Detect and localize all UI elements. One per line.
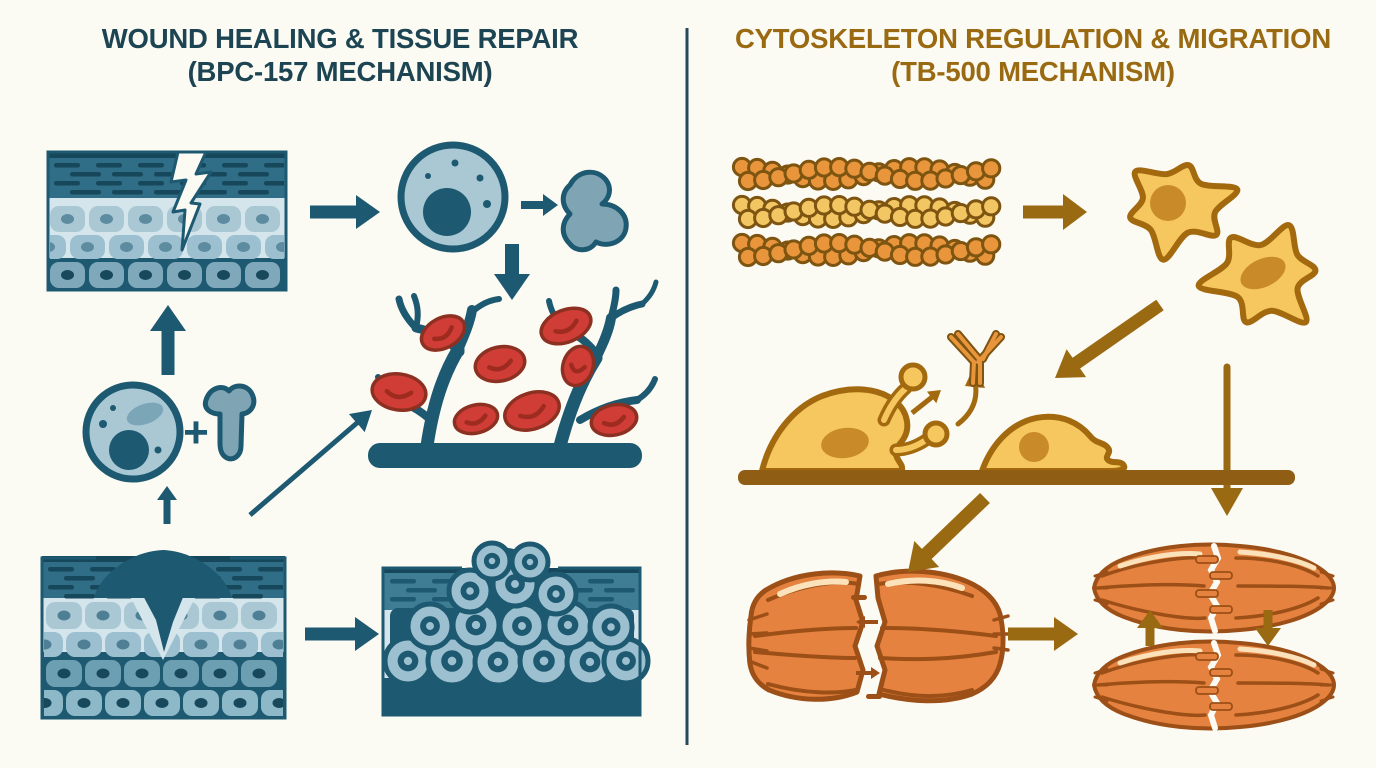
arrow-tear-left (856, 616, 878, 628)
healed-cell (517, 634, 571, 688)
cell-nucleus (821, 427, 869, 459)
healed-cell (497, 601, 547, 651)
arrow-tissue-to-complex (157, 486, 177, 524)
healed-tissue-illustration (381, 540, 651, 717)
red-blood-cell (473, 344, 527, 384)
arrow-complex-to-vessels (248, 410, 372, 517)
left-panel-title: WOUND HEALING & TISSUE REPAIR (BPC-157 M… (20, 22, 660, 88)
wound-crack (169, 150, 213, 252)
arrow-repair-down (1255, 610, 1281, 646)
red-blood-cell (503, 390, 561, 432)
right-panel-title: CYTOSKELETON REGULATION & MIGRATION (TB-… (706, 22, 1360, 88)
migrating-cells-group (1127, 162, 1319, 326)
arrow-cells-to-membrane (1055, 299, 1164, 378)
arrow-migration-down (1211, 363, 1243, 516)
left-title-line2: (BPC-157 MECHANISM) (187, 56, 493, 87)
cell-organelle (126, 402, 164, 426)
arrow-repair-up (1137, 610, 1163, 646)
healed-cell (471, 540, 513, 582)
cell-nucleus (1240, 256, 1286, 290)
right-title-line2: (TB-500 MECHANISM) (891, 56, 1175, 87)
peptide-molecule (202, 383, 257, 462)
cell-nucleus (1019, 432, 1049, 462)
healed-cell (425, 634, 479, 688)
red-blood-cell (452, 402, 500, 436)
antibody-molecule (947, 330, 1005, 387)
cell-plus-peptide-group: + (82, 381, 257, 483)
spreading-cell-left (759, 386, 911, 474)
growth-factor-blob (560, 169, 629, 253)
cell-nucleus (1150, 185, 1186, 221)
healed-cell (446, 567, 494, 615)
arrow-deep-wound-to-healed (305, 617, 379, 651)
healed-cell (533, 571, 579, 617)
membrane-cells-group (738, 330, 1295, 485)
healed-cell (405, 601, 455, 651)
deep-wound-tissue-illustration (40, 550, 287, 720)
cell-nucleus (109, 430, 149, 470)
left-panel-illustrations: + (40, 141, 659, 720)
actin-filaments (731, 156, 1002, 268)
plus-sign: + (183, 408, 209, 457)
red-blood-cell (370, 372, 428, 412)
wound-plug (94, 550, 232, 598)
red-blood-cell (560, 344, 596, 388)
arrow-wound-to-macrophage (310, 195, 380, 229)
wound-plug-wedge (140, 590, 186, 652)
arrow-torn-to-repaired-muscle (1008, 617, 1078, 651)
macrophage-cell (397, 141, 509, 253)
cracked-tissue-illustration (46, 150, 288, 292)
red-blood-cell (419, 314, 467, 352)
arrow-macrophage-to-vessels (494, 244, 530, 300)
cell-protrusion-bud (922, 420, 950, 448)
cell-nucleus (423, 188, 471, 236)
healed-cell (587, 603, 635, 651)
substrate-line (738, 470, 1295, 485)
vessel-base-bar (368, 443, 642, 468)
arrow-complex-to-wounded-tissue (150, 305, 186, 375)
cell-protrusion-bud (898, 362, 928, 392)
left-title-line1: WOUND HEALING & TISSUE REPAIR (101, 23, 579, 54)
red-blood-cell (539, 306, 593, 346)
arrow-protrusion (910, 390, 941, 415)
repaired-muscle-fibers (1094, 542, 1334, 729)
torn-muscle-fiber (746, 568, 1010, 704)
arrow-filaments-to-cells (1023, 194, 1087, 230)
healed-cell (509, 541, 551, 583)
arrow-tear-right (856, 667, 880, 679)
migrating-cell-1 (1127, 162, 1241, 263)
right-title-line1: CYTOSKELETON REGULATION & MIGRATION (735, 23, 1331, 54)
arrow-macrophage-to-growth-factor (521, 194, 558, 216)
arrow-membrane-to-torn-muscle (908, 493, 990, 572)
right-panel-illustrations (731, 156, 1334, 729)
spreading-cell-right (979, 413, 1128, 474)
red-blood-cell (589, 402, 639, 438)
